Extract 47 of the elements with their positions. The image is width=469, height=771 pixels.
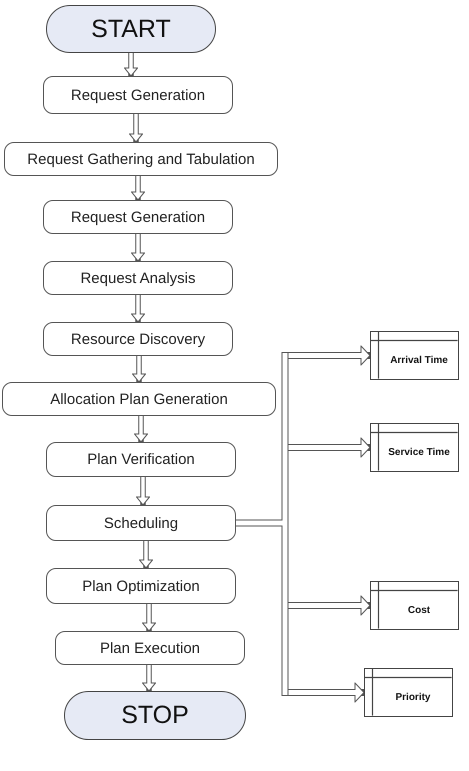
- store-label: Priority: [395, 692, 430, 703]
- process-box: [4, 142, 278, 176]
- arrow: [142, 665, 156, 692]
- store-label: Arrival Time: [390, 355, 448, 366]
- terminal-pill: [64, 691, 246, 740]
- arrow: [132, 356, 146, 382]
- process-box: [46, 442, 236, 477]
- data-store-box: [370, 423, 459, 472]
- process-box: [43, 261, 233, 295]
- terminal-label: START: [91, 14, 171, 44]
- terminal-label: STOP: [121, 701, 189, 730]
- store-label: Service Time: [388, 447, 450, 458]
- process-box: [2, 382, 276, 416]
- process-box: [55, 631, 245, 665]
- data-store-box: [370, 331, 459, 380]
- step-label: Plan Verification: [87, 451, 195, 468]
- arrow: [288, 682, 364, 702]
- step-label: Request Generation: [70, 208, 206, 226]
- arrow: [288, 438, 370, 458]
- step-label: Allocation Plan Generation: [50, 390, 228, 408]
- process-box: [43, 76, 233, 114]
- arrow: [139, 541, 153, 568]
- process-box: [43, 322, 233, 356]
- arrow: [136, 477, 150, 506]
- store-label: Cost: [408, 605, 430, 616]
- arrow: [124, 53, 138, 76]
- data-store-box: [370, 581, 459, 630]
- terminal-pill: [46, 5, 216, 53]
- step-label: Scheduling: [104, 514, 178, 532]
- arrow: [129, 114, 143, 142]
- arrow: [142, 604, 156, 632]
- arrow: [131, 176, 145, 200]
- step-label: Plan Optimization: [82, 578, 200, 594]
- step-label: Plan Execution: [100, 640, 200, 656]
- step-label: Request Generation: [70, 86, 206, 104]
- step-label: Request Analysis: [80, 270, 196, 286]
- data-store-box: [364, 668, 453, 717]
- process-box: [46, 568, 236, 604]
- process-box: [46, 505, 236, 541]
- arrow: [288, 596, 370, 616]
- arrow: [131, 295, 145, 322]
- arrow: [288, 346, 370, 366]
- process-box: [43, 200, 233, 234]
- step-label: Resource Discovery: [70, 330, 206, 348]
- arrow: [131, 234, 145, 262]
- arrow: [134, 416, 148, 442]
- step-label: Request Gathering and Tabulation: [27, 150, 255, 168]
